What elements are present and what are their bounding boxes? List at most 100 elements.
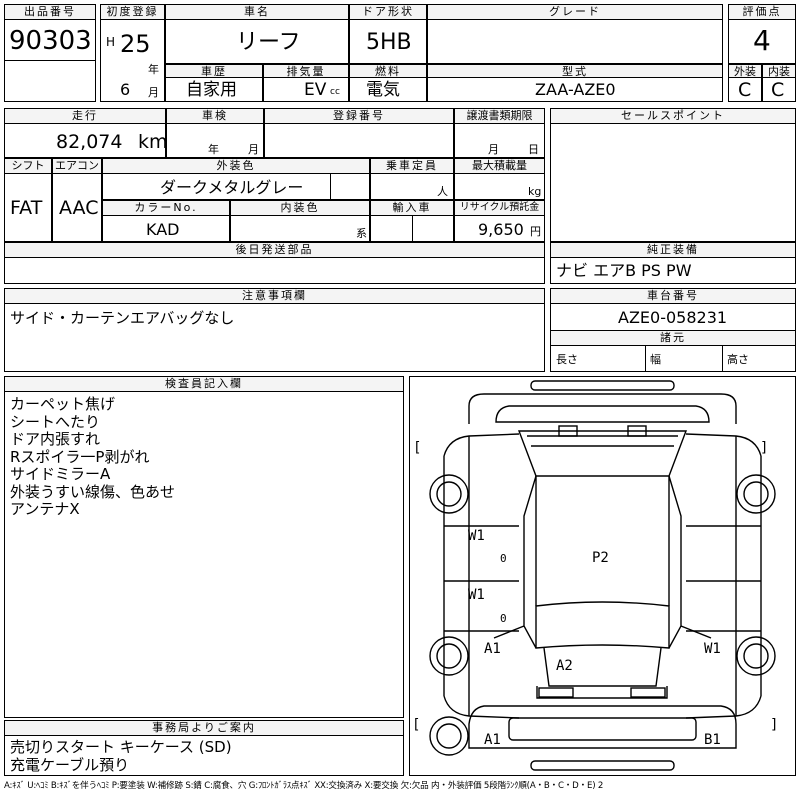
- damage-mark: B1: [704, 732, 721, 748]
- exterior-label: 外装: [728, 64, 762, 78]
- car-diagram-frame: [409, 376, 796, 776]
- ac-label: エアコン: [52, 158, 102, 174]
- caution-note: サイド・カーテンエアバッグなし: [10, 309, 235, 327]
- wheel-front-left: [429, 474, 469, 514]
- cc-unit: cc: [330, 87, 340, 97]
- wheel-front-right: [736, 474, 776, 514]
- inspector-label: 検査員記入欄: [4, 376, 404, 392]
- history: 自家用: [186, 80, 237, 100]
- damage-mark: P2: [592, 550, 609, 566]
- office-label: 事務局よりご案内: [4, 720, 404, 736]
- inspector-line: Rスポイラ一P剥がれ: [10, 447, 150, 466]
- divider: [645, 346, 646, 372]
- transfer-day-unit: 日: [528, 143, 539, 156]
- grade-label: グレード: [427, 4, 723, 20]
- later-parts-label: 後日発送部品: [4, 242, 545, 258]
- spare-wheel: [429, 716, 469, 756]
- interior-label: 内装: [762, 64, 796, 78]
- inspector-notes: カーペット焦げ シートへたり ドア内張すれ Rスポイラ一P剥がれ サイドミラーA…: [10, 395, 175, 519]
- color-no: KAD: [146, 220, 180, 239]
- max-load-label: 最大積載量: [454, 158, 545, 174]
- wheel-rear-right: [736, 636, 776, 676]
- length-label: 長さ: [556, 353, 578, 366]
- recycle-fee: 9,650: [478, 220, 524, 239]
- divider: [4, 60, 96, 61]
- damage-mark: 0: [500, 552, 507, 565]
- max-load-unit: kg: [528, 185, 542, 198]
- inspector-line: シートへたり: [10, 412, 101, 431]
- legend: A:ｷｽﾞ U:ﾍｺﾐ B:ｷｽﾞを伴うﾍｺﾐ P:要塗装 W:補修跡 S:錆 …: [4, 781, 604, 791]
- width-label: 幅: [650, 353, 661, 366]
- reg-year: 25: [120, 30, 151, 58]
- transfer-deadline-label: 譲渡書類期限: [454, 108, 545, 124]
- front-bumper: [530, 380, 675, 391]
- damage-mark: W1: [704, 641, 721, 657]
- transfer-month-unit: 月: [488, 143, 499, 156]
- door-type: 5HB: [366, 30, 412, 55]
- sales-point-cell: [550, 108, 796, 242]
- mileage-unit: km: [138, 131, 168, 153]
- damage-mark: A1: [484, 641, 501, 657]
- ext-color-label: 外装色: [102, 158, 370, 174]
- int-color-unit: 系: [356, 227, 367, 240]
- divider: [330, 174, 331, 200]
- hood: [495, 405, 710, 423]
- chassis-number: AZE0-058231: [618, 308, 728, 327]
- lot-number: 90303: [9, 26, 92, 56]
- capacity-unit: 人: [437, 185, 448, 198]
- year-unit: 年: [148, 63, 159, 76]
- ext-color: ダークメタルグレー: [160, 178, 304, 197]
- door-label: ドア形状: [349, 4, 427, 20]
- reg-month: 6: [120, 80, 131, 99]
- first-registration-label: 初度登録: [100, 4, 165, 20]
- caution-label: 注意事項欄: [4, 288, 545, 304]
- displacement-label: 排気量: [263, 64, 349, 78]
- exterior-grade: C: [738, 79, 752, 101]
- model-label: 型式: [427, 64, 723, 78]
- recycle-unit: 円: [530, 225, 541, 238]
- damage-mark: W1: [468, 587, 485, 603]
- bracket-left: [: [413, 440, 422, 456]
- fuel-label: 燃料: [349, 64, 427, 78]
- damage-mark: 0: [500, 612, 507, 625]
- shift-label: シフト: [4, 158, 52, 174]
- recycle-label: リサイクル預託金: [454, 200, 545, 216]
- capacity-label: 乗車定員: [370, 158, 454, 174]
- rear-bumper: [530, 760, 675, 771]
- inspector-line: サイドミラーA: [10, 465, 111, 483]
- inspection-label: 車検: [166, 108, 264, 124]
- damage-mark: A1: [484, 732, 501, 748]
- score: 4: [753, 24, 771, 57]
- side-panels: [443, 456, 762, 696]
- office-line: 充電ケーブル預り: [10, 755, 130, 774]
- era: H: [106, 35, 116, 49]
- displacement: EV: [304, 80, 327, 100]
- interior-grade: C: [771, 79, 785, 101]
- mileage: 82,074: [56, 131, 123, 153]
- bracket-right: ]: [770, 717, 779, 733]
- body-outline: [468, 393, 737, 424]
- genuine-equipment: ナビ エアB PS PW: [556, 261, 692, 280]
- insp-month-unit: 月: [248, 143, 259, 156]
- height-label: 高さ: [727, 353, 749, 366]
- chassis-label: 車台番号: [550, 288, 796, 304]
- shift: FAT: [10, 197, 43, 219]
- mileage-label: 走行: [4, 108, 166, 124]
- lot-number-label: 出品番号: [4, 4, 96, 20]
- rear-window: [535, 601, 670, 649]
- inspector-line: アンテナX: [10, 500, 80, 518]
- damage-mark: A2: [556, 658, 573, 674]
- color-no-label: カラーNo.: [102, 200, 230, 216]
- divider: [722, 346, 723, 372]
- sales-point-label: セールスポイント: [550, 108, 796, 124]
- car-diagram: [429, 380, 776, 771]
- inspector-line: ドア内張すれ: [10, 430, 101, 448]
- score-label: 評価点: [728, 4, 796, 20]
- office-line: 売切りスタート キーケース (SD): [10, 738, 232, 756]
- int-color-label: 内装色: [230, 200, 370, 216]
- registration-no-label: 登録番号: [264, 108, 454, 124]
- inspector-line: カーペット焦げ: [10, 395, 116, 413]
- bracket-right: ]: [760, 440, 769, 456]
- rear-panel: [468, 705, 737, 749]
- damage-mark: W1: [468, 528, 485, 544]
